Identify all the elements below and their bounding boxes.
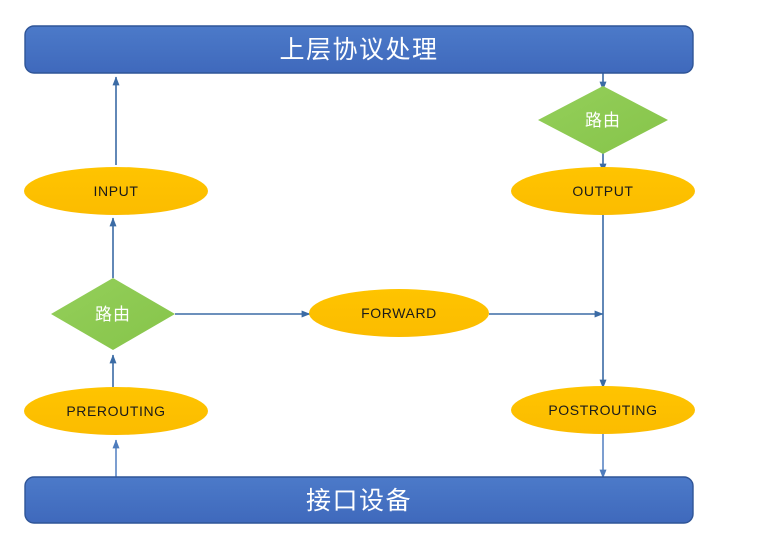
prerouting-ellipse-shape [24,387,208,435]
input-label: INPUT [94,183,139,199]
route-right-label: 路由 [585,111,621,130]
interface-device-bar-shape [24,476,694,524]
chain-node-postrouting[interactable]: POSTROUTING [511,386,695,434]
upper-protocol-bar[interactable]: 上层协议处理 [24,25,694,74]
decision-node-route-right[interactable]: 路由 [538,86,668,154]
postrouting-ellipse-shape [511,386,695,434]
chain-node-prerouting[interactable]: PREROUTING [24,387,208,435]
interface-device-bar-label: 接口设备 [306,487,412,515]
chain-node-output[interactable]: OUTPUT [511,167,695,215]
postrouting-label: POSTROUTING [548,402,657,418]
output-ellipse-shape [511,167,695,215]
input-ellipse-shape [24,167,208,215]
route-left-label: 路由 [95,305,131,324]
upper-protocol-bar-label: 上层协议处理 [279,36,438,64]
prerouting-label: PREROUTING [66,403,165,419]
route-right-diamond-shape [538,86,668,154]
upper-protocol-bar-shape [24,25,694,74]
forward-ellipse-shape [309,289,489,337]
route-left-diamond-shape [51,278,175,350]
interface-device-bar[interactable]: 接口设备 [24,476,694,524]
output-label: OUTPUT [572,183,633,199]
forward-label: FORWARD [361,305,437,321]
chain-node-forward[interactable]: FORWARD [309,289,489,337]
chain-node-input[interactable]: INPUT [24,167,208,215]
decision-node-route-left[interactable]: 路由 [51,278,175,350]
